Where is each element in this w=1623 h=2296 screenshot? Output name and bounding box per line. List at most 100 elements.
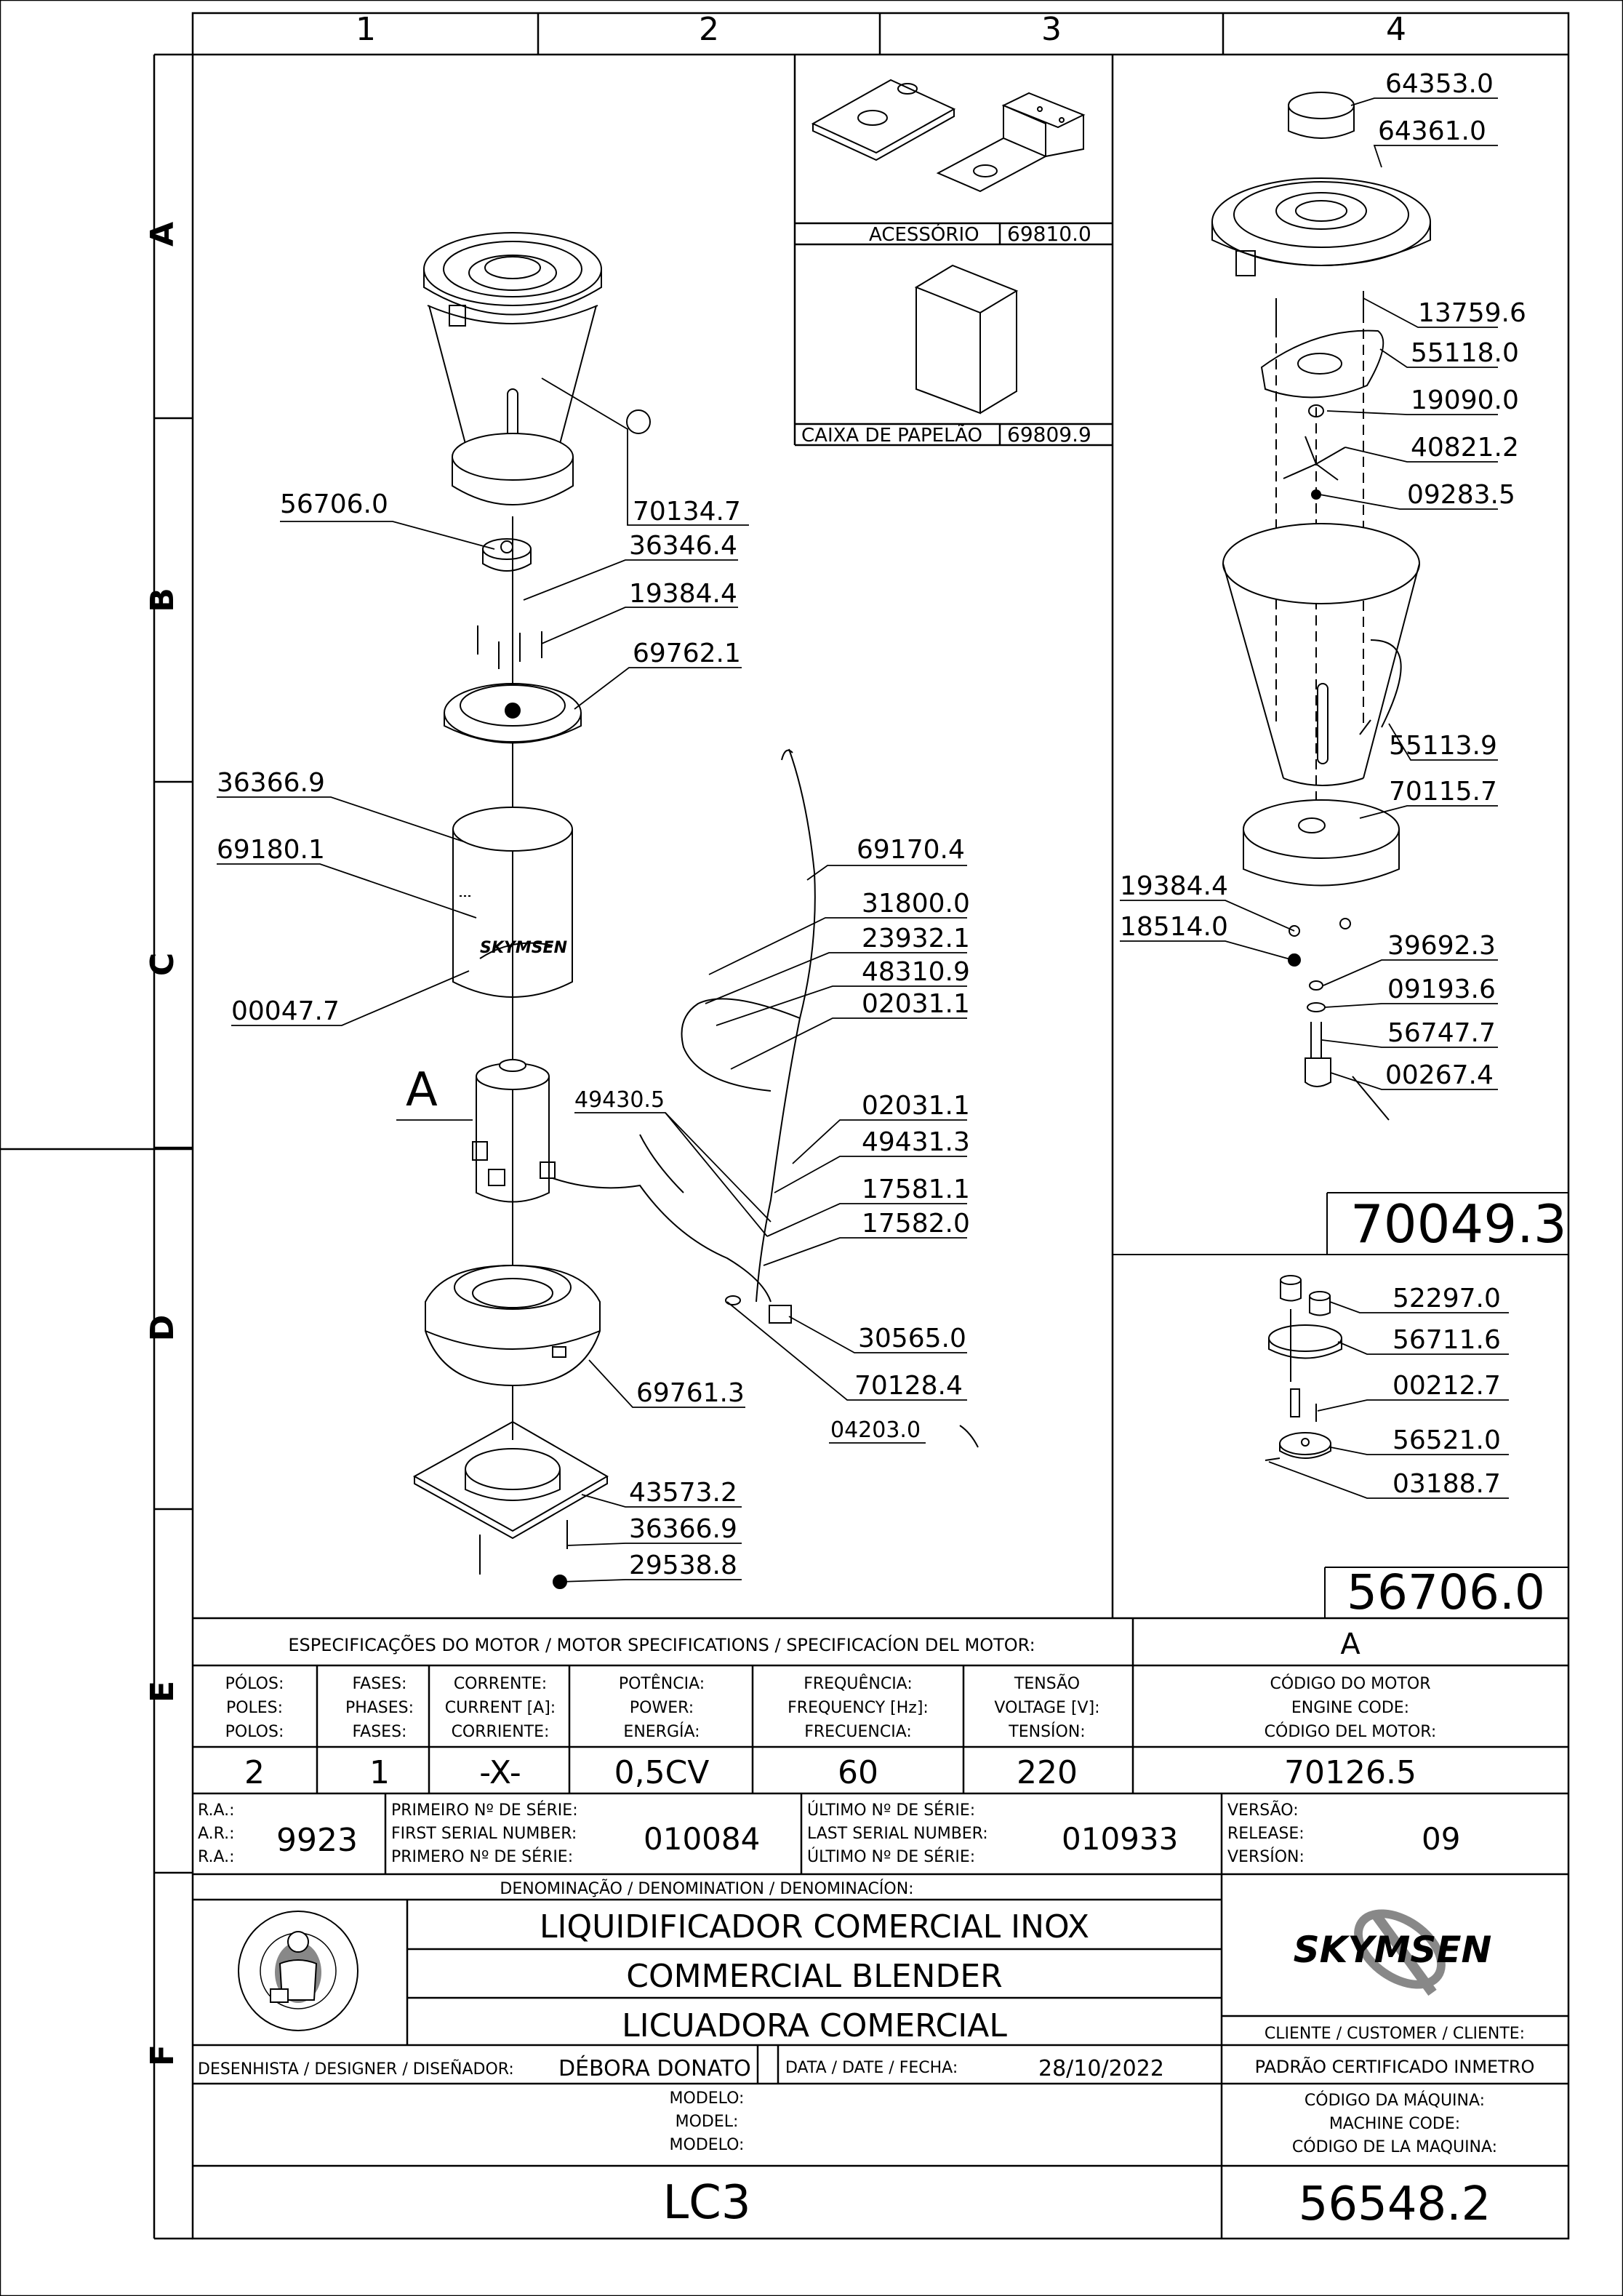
- spec-motor-letter: A: [1340, 1628, 1360, 1661]
- last-serial-header: LAST SERIAL NUMBER:: [807, 1825, 988, 1843]
- part-label: 03188.7: [1392, 1469, 1501, 1499]
- voltage-value: 220: [1017, 1754, 1078, 1791]
- motor-detail-letter: A: [406, 1063, 438, 1117]
- cup-assembly-view: [1113, 92, 1568, 1255]
- product-name-pt: LIQUIDIFICADOR COMERCIAL INOX: [540, 1908, 1089, 1945]
- main-leader-lines: [217, 377, 967, 1583]
- release-header: VERSÃO:: [1227, 1800, 1299, 1820]
- model-header: MODELO:: [670, 2136, 745, 2154]
- carton-box-drawing: [914, 264, 1019, 415]
- main-part-labels: 70134.7 56706.0 36346.4 19384.4 69762.1 …: [217, 489, 970, 1580]
- poles-value: 2: [244, 1754, 265, 1791]
- part-label: 70115.7: [1389, 777, 1497, 807]
- poles-header: POLES:: [226, 1699, 283, 1717]
- motor-spec-table: [193, 1617, 1568, 1876]
- part-label: 31800.0: [862, 889, 970, 919]
- ra-header: R.A.:: [198, 1801, 235, 1820]
- power-value: 0,5CV: [614, 1754, 710, 1791]
- machine-code-header: CÓDIGO DE LA MAQUINA:: [1292, 2137, 1497, 2156]
- row-label-c: C: [144, 953, 181, 976]
- part-label: 69170.4: [857, 835, 965, 865]
- part-label: 52297.0: [1392, 1284, 1501, 1313]
- coupling-part-labels: 52297.0 56711.6 00212.7 56521.0 03188.7: [1392, 1284, 1501, 1499]
- voltage-header: TENSÃO: [1014, 1673, 1080, 1693]
- frequency-header: FRECUENCIA:: [804, 1723, 912, 1741]
- part-label: 64361.0: [1378, 116, 1486, 146]
- phases-header: PHASES:: [345, 1699, 414, 1717]
- engine-code-header: ENGINE CODE:: [1291, 1699, 1409, 1717]
- frequency-header: FREQUÊNCIA:: [804, 1674, 913, 1693]
- title-block-texts: DENOMINAÇÃO / DENOMINATION / DENOMINACÍO…: [198, 1879, 1534, 2231]
- part-label: 36366.9: [217, 768, 325, 798]
- ra-header: R.A.:: [198, 1848, 235, 1866]
- model-header: MODELO:: [670, 2089, 745, 2108]
- title-block-lines: [193, 1874, 1568, 2239]
- release-header: VERSÍON:: [1227, 1847, 1305, 1866]
- current-header: CORRIENTE:: [452, 1723, 550, 1741]
- part-label: 69762.1: [633, 639, 741, 668]
- cup-assembly-code-box: 70049.3: [1326, 1192, 1568, 1255]
- authorized-service-seal: [238, 1911, 358, 2031]
- carton-box-label: CAIXA DE PAPELÃO: [801, 423, 982, 447]
- row-label-a: A: [144, 222, 181, 247]
- part-label: 55118.0: [1411, 338, 1519, 368]
- last-serial-value: 010933: [1062, 1821, 1178, 1857]
- carton-box-code: 69809.9: [1007, 423, 1091, 447]
- part-label: 43573.2: [629, 1478, 737, 1508]
- phases-value: 1: [369, 1754, 390, 1791]
- phases-header: FASES:: [353, 1723, 407, 1741]
- part-label: 40821.2: [1411, 433, 1519, 463]
- row-label-d: D: [144, 1315, 181, 1342]
- cup-part-labels: 64353.0 64361.0 13759.6 55118.0 19090.0 …: [1120, 69, 1526, 1090]
- first-serial-value: 010084: [644, 1821, 760, 1857]
- part-label: 17582.0: [862, 1209, 970, 1239]
- part-label: 49431.3: [862, 1127, 970, 1157]
- serial-row: [384, 1793, 1223, 1874]
- power-header: ENERGÍA:: [623, 1722, 700, 1741]
- part-label: 19384.4: [629, 579, 737, 609]
- part-label: 64353.0: [1385, 69, 1494, 99]
- release-value: 09: [1422, 1821, 1460, 1857]
- grid-labels: 1 2 3 4 A B C D E F: [144, 11, 1406, 2066]
- svg-text:SKYMSEN: SKYMSEN: [480, 939, 567, 957]
- frequency-value: 60: [838, 1754, 878, 1791]
- part-label: 00267.4: [1385, 1060, 1494, 1090]
- part-label: 00047.7: [231, 996, 340, 1026]
- assembly-code: 70049.3: [1350, 1193, 1567, 1255]
- part-label: 04203.0: [830, 1417, 921, 1443]
- part-label: 19090.0: [1411, 385, 1519, 415]
- model-value: LC3: [662, 2176, 750, 2230]
- part-label: 17581.1: [862, 1175, 970, 1204]
- serial-texts: R.A.: A.R.: R.A.: 9923 PRIMEIRO Nº DE SÉ…: [198, 1800, 1460, 1866]
- machine-code-header: CÓDIGO DA MÁQUINA:: [1305, 2091, 1485, 2110]
- part-label: 02031.1: [862, 989, 970, 1019]
- column-label-3: 3: [1041, 11, 1062, 48]
- poles-header: POLOS:: [225, 1723, 284, 1741]
- part-label: 70134.7: [633, 497, 741, 527]
- part-label: 56747.7: [1387, 1018, 1496, 1048]
- phases-header: FASES:: [353, 1675, 407, 1693]
- machine-code-value: 56548.2: [1299, 2177, 1491, 2231]
- part-label: 18514.0: [1120, 912, 1228, 942]
- ra-header: A.R.:: [198, 1825, 235, 1843]
- power-header: POTÊNCIA:: [619, 1674, 705, 1693]
- part-label: 56521.0: [1392, 1425, 1501, 1455]
- part-label: 48310.9: [862, 957, 970, 987]
- client-header: CLIENTE / CUSTOMER / CLIENTE:: [1265, 2025, 1525, 2043]
- date-value: 28/10/2022: [1038, 2056, 1164, 2081]
- voltage-header: TENSÍON:: [1008, 1722, 1085, 1741]
- column-label-4: 4: [1386, 11, 1406, 48]
- part-label: 23932.1: [862, 924, 970, 953]
- part-label: 09193.6: [1387, 975, 1496, 1004]
- part-label: 56711.6: [1392, 1325, 1501, 1355]
- first-serial-header: PRIMEIRO Nº DE SÉRIE:: [391, 1801, 578, 1820]
- main-exploded-view: SKYMSEN: [412, 232, 651, 1589]
- brand-logo-text: SKYMSEN: [1294, 1929, 1492, 1971]
- ra-value: 9923: [276, 1822, 358, 1859]
- part-label: 69761.3: [636, 1378, 745, 1408]
- part-label: 36346.4: [629, 531, 737, 561]
- engine-code-header: CÓDIGO DO MOTOR: [1270, 1674, 1430, 1693]
- row-label-b: B: [144, 588, 181, 612]
